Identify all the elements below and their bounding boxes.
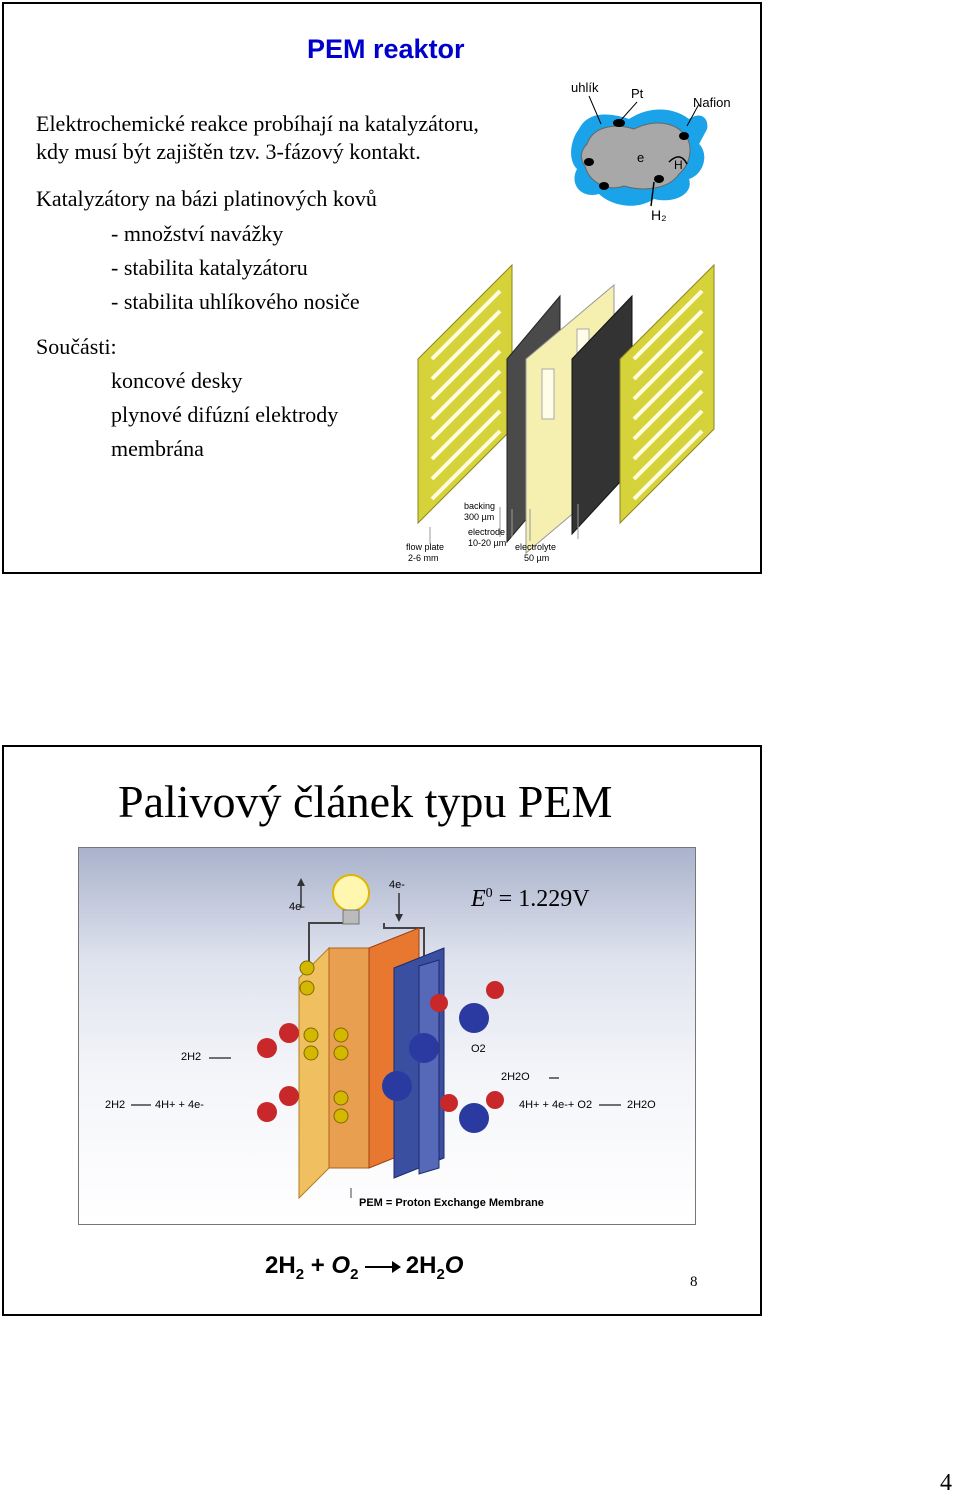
intro-line-2: kdy musí být zajištěn tzv. 3-fázový kont… [36,139,421,164]
wire-left [308,922,344,968]
catalyst-item: - stabilita uhlíkového nosiče [111,289,360,314]
label-cathode-product: 2H2O [501,1071,530,1083]
fuel-cell-illustration: 4e- 4e- 2H2 2H2 4H+ + 4e- O2 2H2O 4H+ + … [78,847,696,1225]
positive-charges [333,1027,349,1124]
slide-pem-fuel-cell: Palivový článek typu PEM [2,745,762,1316]
slide-number: 8 [690,1274,698,1290]
flow-plate-left [417,263,513,525]
potential-value: = 1.229V [498,886,590,912]
catalyst-item: - množství navážky [111,221,284,246]
label-flow-plate-size: 2-6 mm [408,553,439,563]
fuel-cell-stack-diagram: backing 300 µm electrode 10-20 µm flow p… [406,263,715,563]
platinum-particle [679,132,689,140]
slide2-title: Palivový článek typu PEM [118,776,613,827]
carbon-leader-line [588,95,602,125]
label-backing: backing [464,501,495,511]
callout-lines [429,504,579,544]
label-electrolyte: electrolyte [515,542,556,552]
platinum-particle [584,158,594,166]
label-electrode-size: 10-20 µm [468,538,506,548]
arrowhead [297,878,305,886]
eq-plus: + [310,1252,325,1279]
nafion-leader-line [686,103,700,127]
anode-plate-face [328,947,370,1169]
platinum-particle [613,119,625,127]
catalysts-heading: Katalyzátory na bázi platinových kovů [36,186,377,211]
label-cathode-feed: O2 [471,1043,486,1055]
platinum-particle [599,182,609,190]
eq-sub-b: 2 [350,1265,359,1283]
eq-sub-a: 2 [295,1265,305,1283]
label-cathode-reaction-rhs: 2H2O [627,1099,656,1111]
cathode-plate-face [418,959,440,1175]
label-backing-size: 300 µm [464,512,494,522]
label-anode-reaction-lhs: 2H2 [105,1099,125,1111]
eq-term-c-tail: O [444,1252,464,1279]
eq-sub-c: 2 [436,1265,445,1283]
negative-charges [299,960,319,1061]
slide-pem-reactor: PEM reaktor Elektrochemické reakce probí… [2,2,762,574]
label-cathode-reaction-lhs: 4H+ + 4e-+ O2 [519,1099,592,1111]
label-platinum: Pt [631,86,644,101]
hydrogen-arrow [650,181,655,207]
oxygen-atoms [382,1003,489,1133]
standard-potential: E0 = 1.229V [471,886,590,913]
part-item: membrána [111,436,204,461]
label-electron: e [637,150,644,165]
eq-arrow-icon [365,1260,402,1273]
potential-superscript: 0 [485,886,493,901]
overall-reaction-equation: 2H2 + O2 2H2O [265,1252,463,1283]
potential-symbol: E [471,886,486,912]
flow-plate-right [619,263,715,525]
slide1-title: PEM reaktor [307,34,465,64]
label-electrons-left: 4e- [289,901,305,913]
page-number: 4 [940,1470,952,1496]
nafion-region [689,115,708,179]
eq-term-b: O [331,1252,351,1279]
label-flow-plate: flow plate [406,542,444,552]
intro-line-1: Elektrochemické reakce probíhají na kata… [36,111,479,136]
eq-term-a: 2H [265,1252,296,1279]
eq-term-c: 2H [405,1252,437,1279]
proton-arrow [668,156,688,165]
label-anode-feed: 2H2 [181,1051,201,1063]
catalyst-item: - stabilita katalyzátoru [111,255,308,280]
label-hydrogen: H₂ [651,207,667,223]
hydrogen-atoms-cathode [430,981,504,1112]
label-electrode: electrode [468,527,505,537]
arrowhead [395,914,403,922]
label-electrons-right: 4e- [389,879,405,891]
bulb-base [342,909,360,925]
part-item: plynové difúzní elektrody [111,402,339,427]
wire-right [383,923,425,973]
part-item: koncové desky [111,368,243,393]
label-anode-reaction-rhs: 4H+ + 4e- [155,1099,204,1111]
light-bulb-icon [332,874,370,912]
label-proton: H [674,158,683,172]
carbon-particle [580,122,691,190]
fuel-cell-drawing: 4e- 4e- 2H2 2H2 4H+ + 4e- O2 2H2O 4H+ + … [105,874,656,1209]
label-nafion: Nafion [693,95,731,110]
label-electrolyte-size: 50 µm [524,553,549,563]
label-pem-caption: PEM = Proton Exchange Membrane [359,1197,544,1209]
pt-leader-line [620,101,638,121]
triple-phase-diagram: uhlík Pt Nafion e H H₂ [571,80,731,223]
hydrogen-atoms-anode [257,1023,299,1122]
parts-heading: Součásti: [36,334,117,359]
label-carbon: uhlík [571,80,599,95]
platinum-particle [654,175,664,183]
